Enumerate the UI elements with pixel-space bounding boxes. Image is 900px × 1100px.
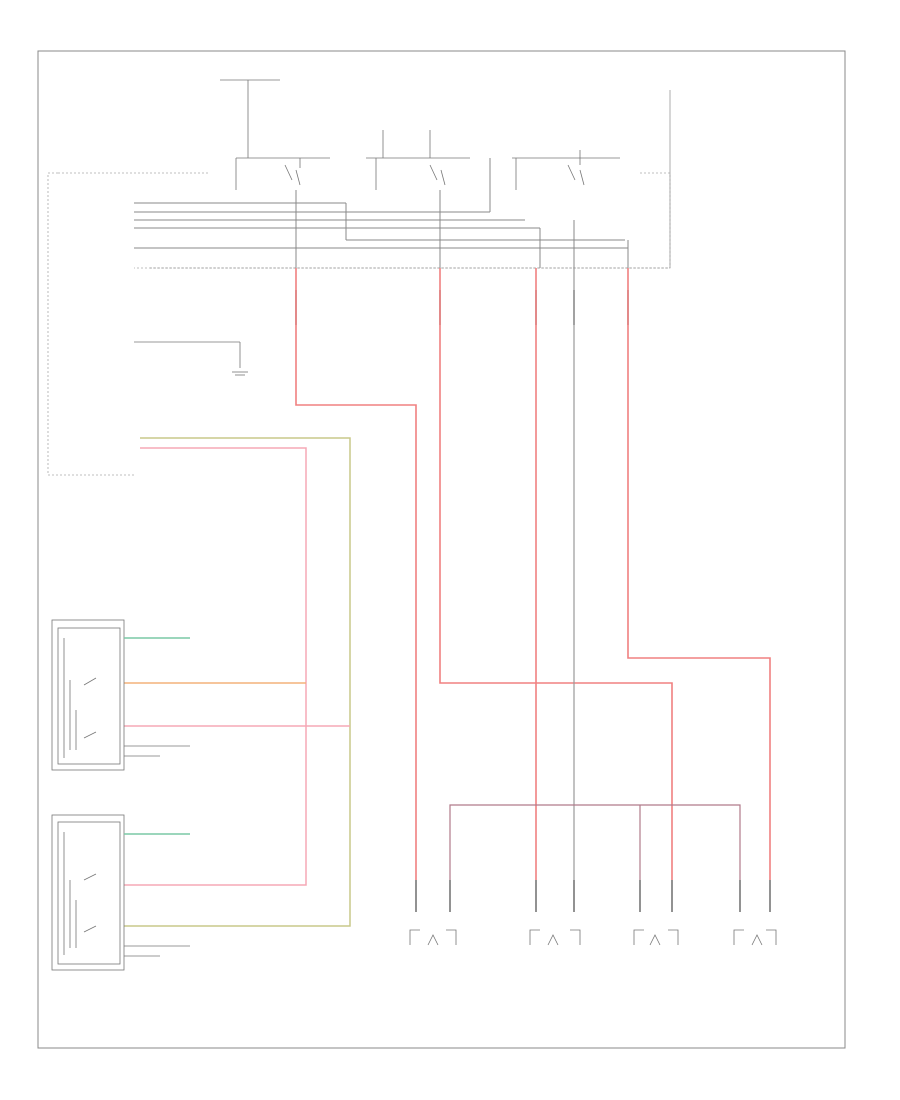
relay-2 xyxy=(366,130,470,190)
passenger-door-switch xyxy=(51,814,190,971)
relay-3 xyxy=(512,150,620,190)
module-ground xyxy=(134,341,248,376)
module-connectors xyxy=(295,290,629,325)
motor-ground-bus xyxy=(449,804,741,880)
lock-motors xyxy=(409,929,777,946)
module-bus-lines xyxy=(134,158,629,268)
switch-feed-wires xyxy=(124,437,351,927)
driver-door-switch xyxy=(51,619,190,771)
bem-boundary xyxy=(47,172,671,476)
red-wires xyxy=(295,268,771,880)
diagram-frame xyxy=(37,50,846,1049)
relay-1 xyxy=(235,157,330,190)
relay-output-wires xyxy=(295,190,575,268)
fuse-feed xyxy=(220,79,280,158)
lock-motor-connectors xyxy=(415,880,771,912)
